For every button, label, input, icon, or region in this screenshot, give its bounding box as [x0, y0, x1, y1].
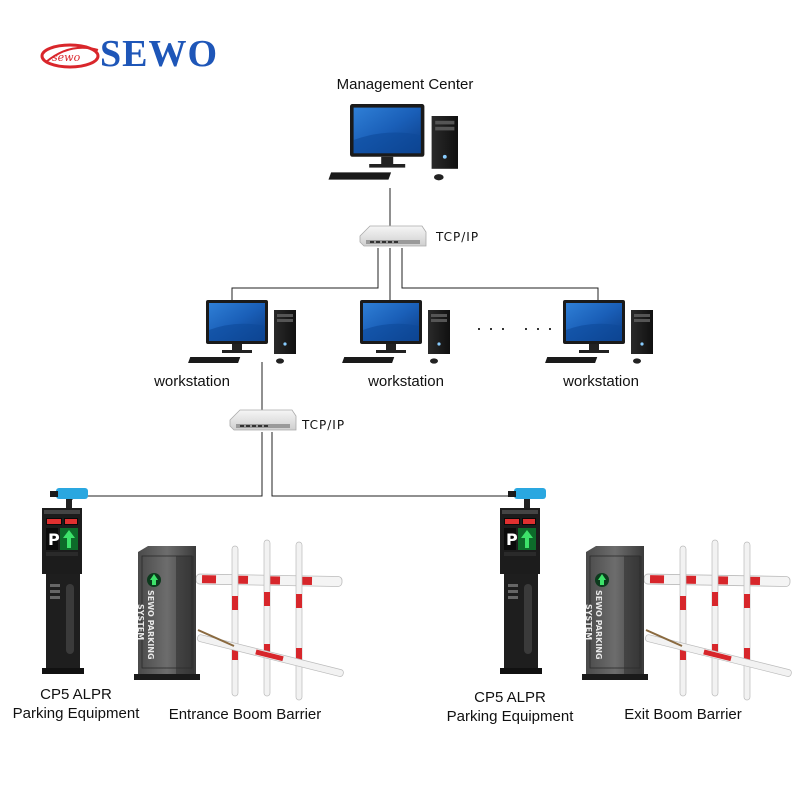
entrance-cabinet-text-2: SYSTEM [136, 604, 145, 640]
alpr-right-unit [500, 488, 546, 674]
connector-lines [71, 188, 599, 500]
middle-network-switch [229, 409, 297, 431]
alpr-left-unit [42, 488, 88, 674]
alpr-right-label-line1: CP5 ALPR [474, 689, 546, 706]
alpr-right-label-line2: Parking Equipment [446, 708, 574, 725]
alpr-left-label-line2: Parking Equipment [12, 705, 140, 722]
middle-switch-label: TCP/IP [302, 418, 346, 432]
workstation-3-label: workstation [563, 373, 639, 390]
workstation-1-computer [188, 300, 296, 364]
top-switch-label: TCP/IP [436, 230, 480, 244]
management-center-computer [328, 104, 458, 181]
workstation-3-computer [545, 300, 653, 364]
logo-swoosh-text: sewo [52, 51, 81, 64]
exit-boom-barrier [581, 539, 794, 701]
alpr-left-label-line1: CP5 ALPR [40, 686, 112, 703]
more-workstations-indicator: ··· ··· [476, 318, 559, 338]
workstation-2-label: workstation [368, 373, 444, 390]
management-center-label: Management Center [336, 76, 474, 93]
entrance-cabinet-text: SEWO PARKING [146, 590, 155, 660]
entrance-boom-barrier [133, 539, 346, 701]
exit-barrier-label: Exit Boom Barrier [624, 706, 742, 723]
entrance-barrier-label: Entrance Boom Barrier [168, 706, 322, 723]
exit-cabinet-text: SEWO PARKING [594, 590, 603, 660]
workstation-2-computer [342, 300, 450, 364]
logo-brand-name: SEWO [100, 33, 219, 75]
exit-cabinet-text-2: SYSTEM [584, 604, 593, 640]
logo-swoosh-icon: sewo [40, 43, 100, 69]
workstation-1-label: workstation [154, 373, 230, 390]
top-network-switch [359, 225, 427, 247]
